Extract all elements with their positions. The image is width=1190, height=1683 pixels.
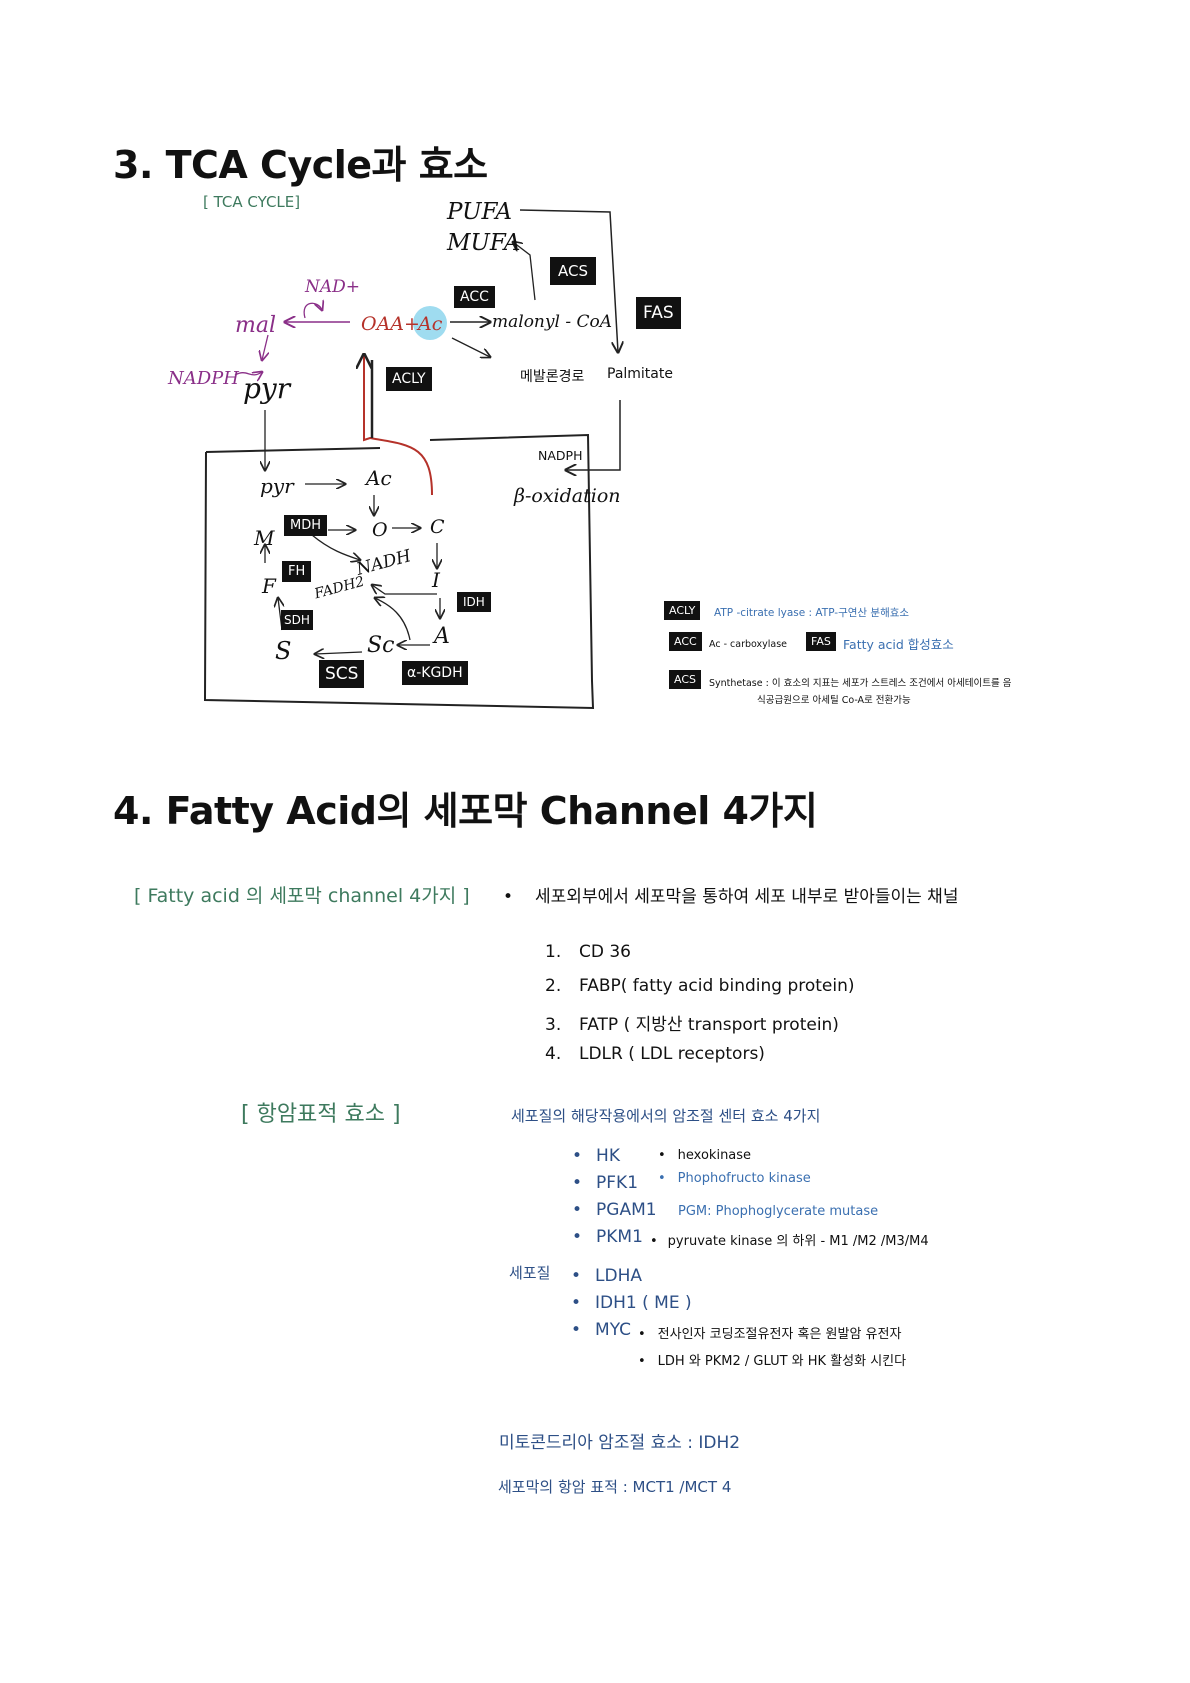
membrane-target: 세포막의 항암 표적 : MCT1 /MCT 4: [498, 1478, 732, 1496]
legend-acly-tag: ACLY: [664, 601, 701, 620]
ac-inside-label: Ac: [366, 466, 392, 490]
list-item: •LDH 와 PKM2 / GLUT 와 HK 활성화 시킨다: [571, 1347, 906, 1374]
enzyme-name: HK: [572, 1146, 620, 1166]
mdh-enzyme-box: MDH: [284, 515, 328, 536]
list-item: MYC •전사인자 코딩조절유전자 혹은 원발암 유전자: [571, 1320, 901, 1347]
legend-acc-text: Ac - carboxylase: [709, 639, 788, 650]
list-item: 3. FATP ( 지방산 transport protein): [545, 1010, 855, 1044]
list-item: 1. CD 36: [545, 942, 855, 976]
enzyme-desc: PGM: Phophoglycerate mutase: [678, 1204, 879, 1219]
f-label: F: [262, 574, 276, 598]
list-item-number: 4.: [545, 1044, 562, 1064]
legend-acs-text-line1: Synthetase : 이 효소의 지표는 세포가 스트레스 조건에서 아세테…: [709, 678, 1012, 689]
list-item-number: 3.: [545, 1015, 562, 1035]
cytoplasm-label: 세포질: [509, 1264, 551, 1282]
pufa-label: PUFA: [447, 199, 513, 225]
fas-enzyme-box: FAS: [636, 297, 681, 329]
channel-description: • 세포외부에서 세포막을 통하여 세포 내부로 받아들이는 채널: [503, 882, 958, 907]
o-label: O: [372, 519, 388, 541]
enzyme-name: PKM1: [572, 1227, 643, 1247]
pyr-inside-label: pyr: [260, 474, 294, 498]
ac-highlight: [413, 306, 447, 340]
bullet: •: [503, 887, 514, 907]
list-item-text: FATP ( 지방산 transport protein): [579, 1015, 839, 1035]
legend-acc-tag: ACC: [669, 632, 702, 651]
nadph-left-label: NADPH: [168, 368, 239, 389]
list-item: LDHA: [571, 1266, 692, 1293]
oaa-label: OAA+: [361, 313, 420, 335]
c-label: C: [430, 516, 445, 538]
glycolysis-title: 세포질의 해당작용에서의 암조절 센터 효소 4가지: [511, 1107, 821, 1125]
legend-fas-text: Fatty acid 합성효소: [843, 637, 954, 652]
mufa-label: MUFA: [447, 230, 521, 256]
akgdh-enzyme-box: α-KGDH: [402, 661, 468, 685]
enzyme-desc: •pyruvate kinase 의 하위 - M1 /M2 /M3/M4: [650, 1234, 929, 1249]
tca-diagram-label: [ TCA CYCLE]: [203, 193, 301, 211]
scs-enzyme-box: SCS: [319, 660, 365, 688]
tca-diagram-lines: [203, 209, 1190, 710]
i-label: I: [432, 568, 440, 592]
channel-description-text: 세포외부에서 세포막을 통하여 세포 내부로 받아들이는 채널: [535, 887, 959, 907]
beta-oxidation-label: β-oxidation: [514, 485, 621, 507]
section3-title: 3. TCA Cycle과 효소: [113, 143, 488, 187]
malonyl-coa-label: malonyl - CoA: [492, 312, 612, 332]
acc-enzyme-box: ACC: [454, 286, 495, 308]
pyr-outside-label: pyr: [243, 372, 291, 405]
a-label: A: [434, 624, 450, 649]
legend-acs-text-line2: 식공급원으로 아세틸 Co-A로 전환가능: [757, 695, 911, 706]
legend-acly-text: ATP -citrate lyase : ATP-구연산 분해효소: [714, 607, 910, 619]
legend-acs-tag: ACS: [669, 670, 701, 689]
nad-plus-label: NAD+: [305, 277, 361, 297]
idh-enzyme-box: IDH: [457, 592, 491, 612]
channel-list: 1. CD 36 2. FABP( fatty acid binding prote…: [545, 942, 855, 1078]
list-item-text: FABP( fatty acid binding protein): [579, 976, 855, 996]
myc-desc-2: •LDH 와 PKM2 / GLUT 와 HK 활성화 시킨다: [638, 1354, 907, 1369]
channel-label: [ Fatty acid 의 세포막 channel 4가지 ]: [134, 885, 470, 907]
sc-label: Sc: [367, 633, 395, 658]
enzyme-name: PFK1: [572, 1173, 638, 1193]
mal-label: mal: [235, 313, 277, 338]
myc-desc-1: •전사인자 코딩조절유전자 혹은 원발암 유전자: [638, 1327, 902, 1342]
acs-enzyme-box: ACS: [550, 257, 596, 285]
cyto-item: MYC: [571, 1320, 631, 1340]
sdh-enzyme-box: SDH: [281, 610, 313, 630]
acly-enzyme-box: ACLY: [386, 367, 432, 391]
section4-title: 4. Fatty Acid의 세포막 Channel 4가지: [113, 789, 818, 833]
anticancer-label: [ 항암표적 효소 ]: [241, 1102, 401, 1127]
enzyme-desc: •hexokinase: [658, 1148, 752, 1163]
mevalonate-label: 메발론경로: [520, 369, 585, 385]
mito-enzyme: 미토콘드리아 암조절 효소 : IDH2: [499, 1433, 741, 1453]
palmitate-label: Palmitate: [607, 366, 673, 382]
cyto-item: IDH1 ( ME ): [571, 1293, 692, 1313]
list-item-number: 2.: [545, 976, 562, 996]
enzyme-name: PGAM1: [572, 1200, 657, 1220]
list-item: 2. FABP( fatty acid binding protein): [545, 976, 855, 1010]
list-item: IDH1 ( ME ): [571, 1293, 692, 1320]
list-item-text: LDLR ( LDL receptors): [579, 1044, 765, 1064]
list-item-text: CD 36: [579, 942, 631, 962]
cytoplasm-list: LDHA IDH1 ( ME ) MYC •전사인자 코딩조절유전자 혹은 원발…: [571, 1266, 906, 1374]
list-item-number: 1.: [545, 942, 562, 962]
enzyme-desc: •Phophofructo kinase: [658, 1171, 811, 1186]
fh-enzyme-box: FH: [282, 561, 312, 582]
cyto-item: LDHA: [571, 1266, 642, 1286]
s-label: S: [275, 637, 292, 665]
ac-top-label: Ac: [418, 313, 443, 335]
m-label: M: [254, 526, 275, 550]
nadph-mid-label: NADPH: [538, 448, 583, 463]
list-item: 4. LDLR ( LDL receptors): [545, 1044, 855, 1078]
legend-fas-tag: FAS: [806, 632, 836, 651]
